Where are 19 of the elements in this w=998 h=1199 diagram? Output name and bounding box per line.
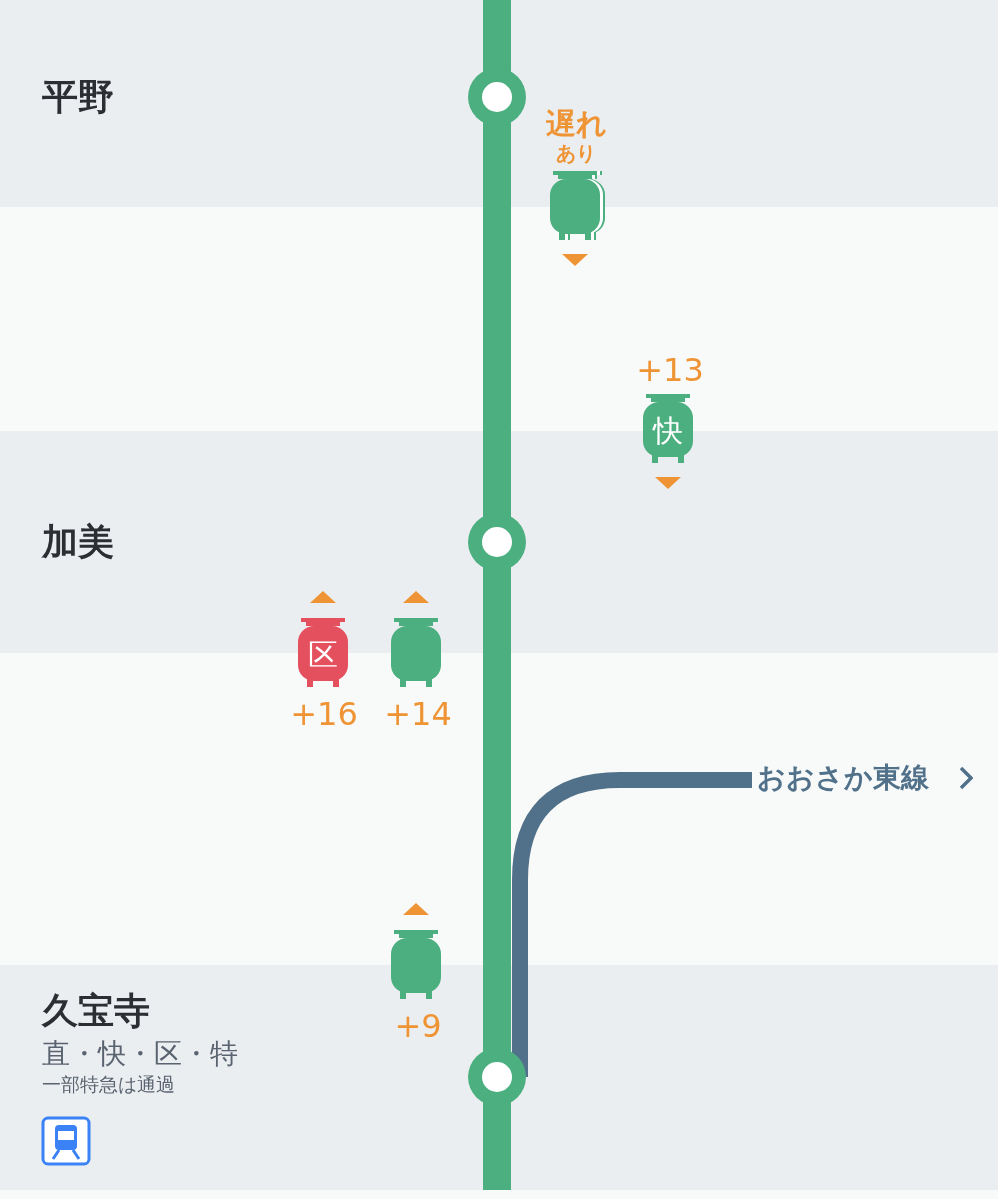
delay-minutes: +13	[636, 354, 704, 386]
train-type-label: 快	[653, 416, 683, 446]
delay-minutes: +14	[384, 698, 452, 730]
station-band	[0, 0, 998, 207]
station-band	[0, 965, 998, 1190]
route-link: おおさか東線	[757, 764, 929, 792]
note-text: 一部特急は通過	[42, 1075, 175, 1094]
delay-minutes: +9	[394, 1010, 442, 1042]
rail-line	[512, 772, 752, 965]
train-type-label: 区	[308, 640, 338, 670]
rail-line	[483, 207, 511, 431]
delay-label: 遅れ	[545, 109, 607, 139]
station-name: 加美	[42, 524, 114, 560]
delay-minutes: +16	[290, 698, 358, 730]
delay-label: あり	[556, 143, 596, 163]
station-name: 久宝寺	[42, 993, 150, 1029]
service-types: 直・快・区・特	[42, 1040, 238, 1068]
station-name: 平野	[42, 79, 114, 115]
rail-line	[483, 653, 511, 965]
